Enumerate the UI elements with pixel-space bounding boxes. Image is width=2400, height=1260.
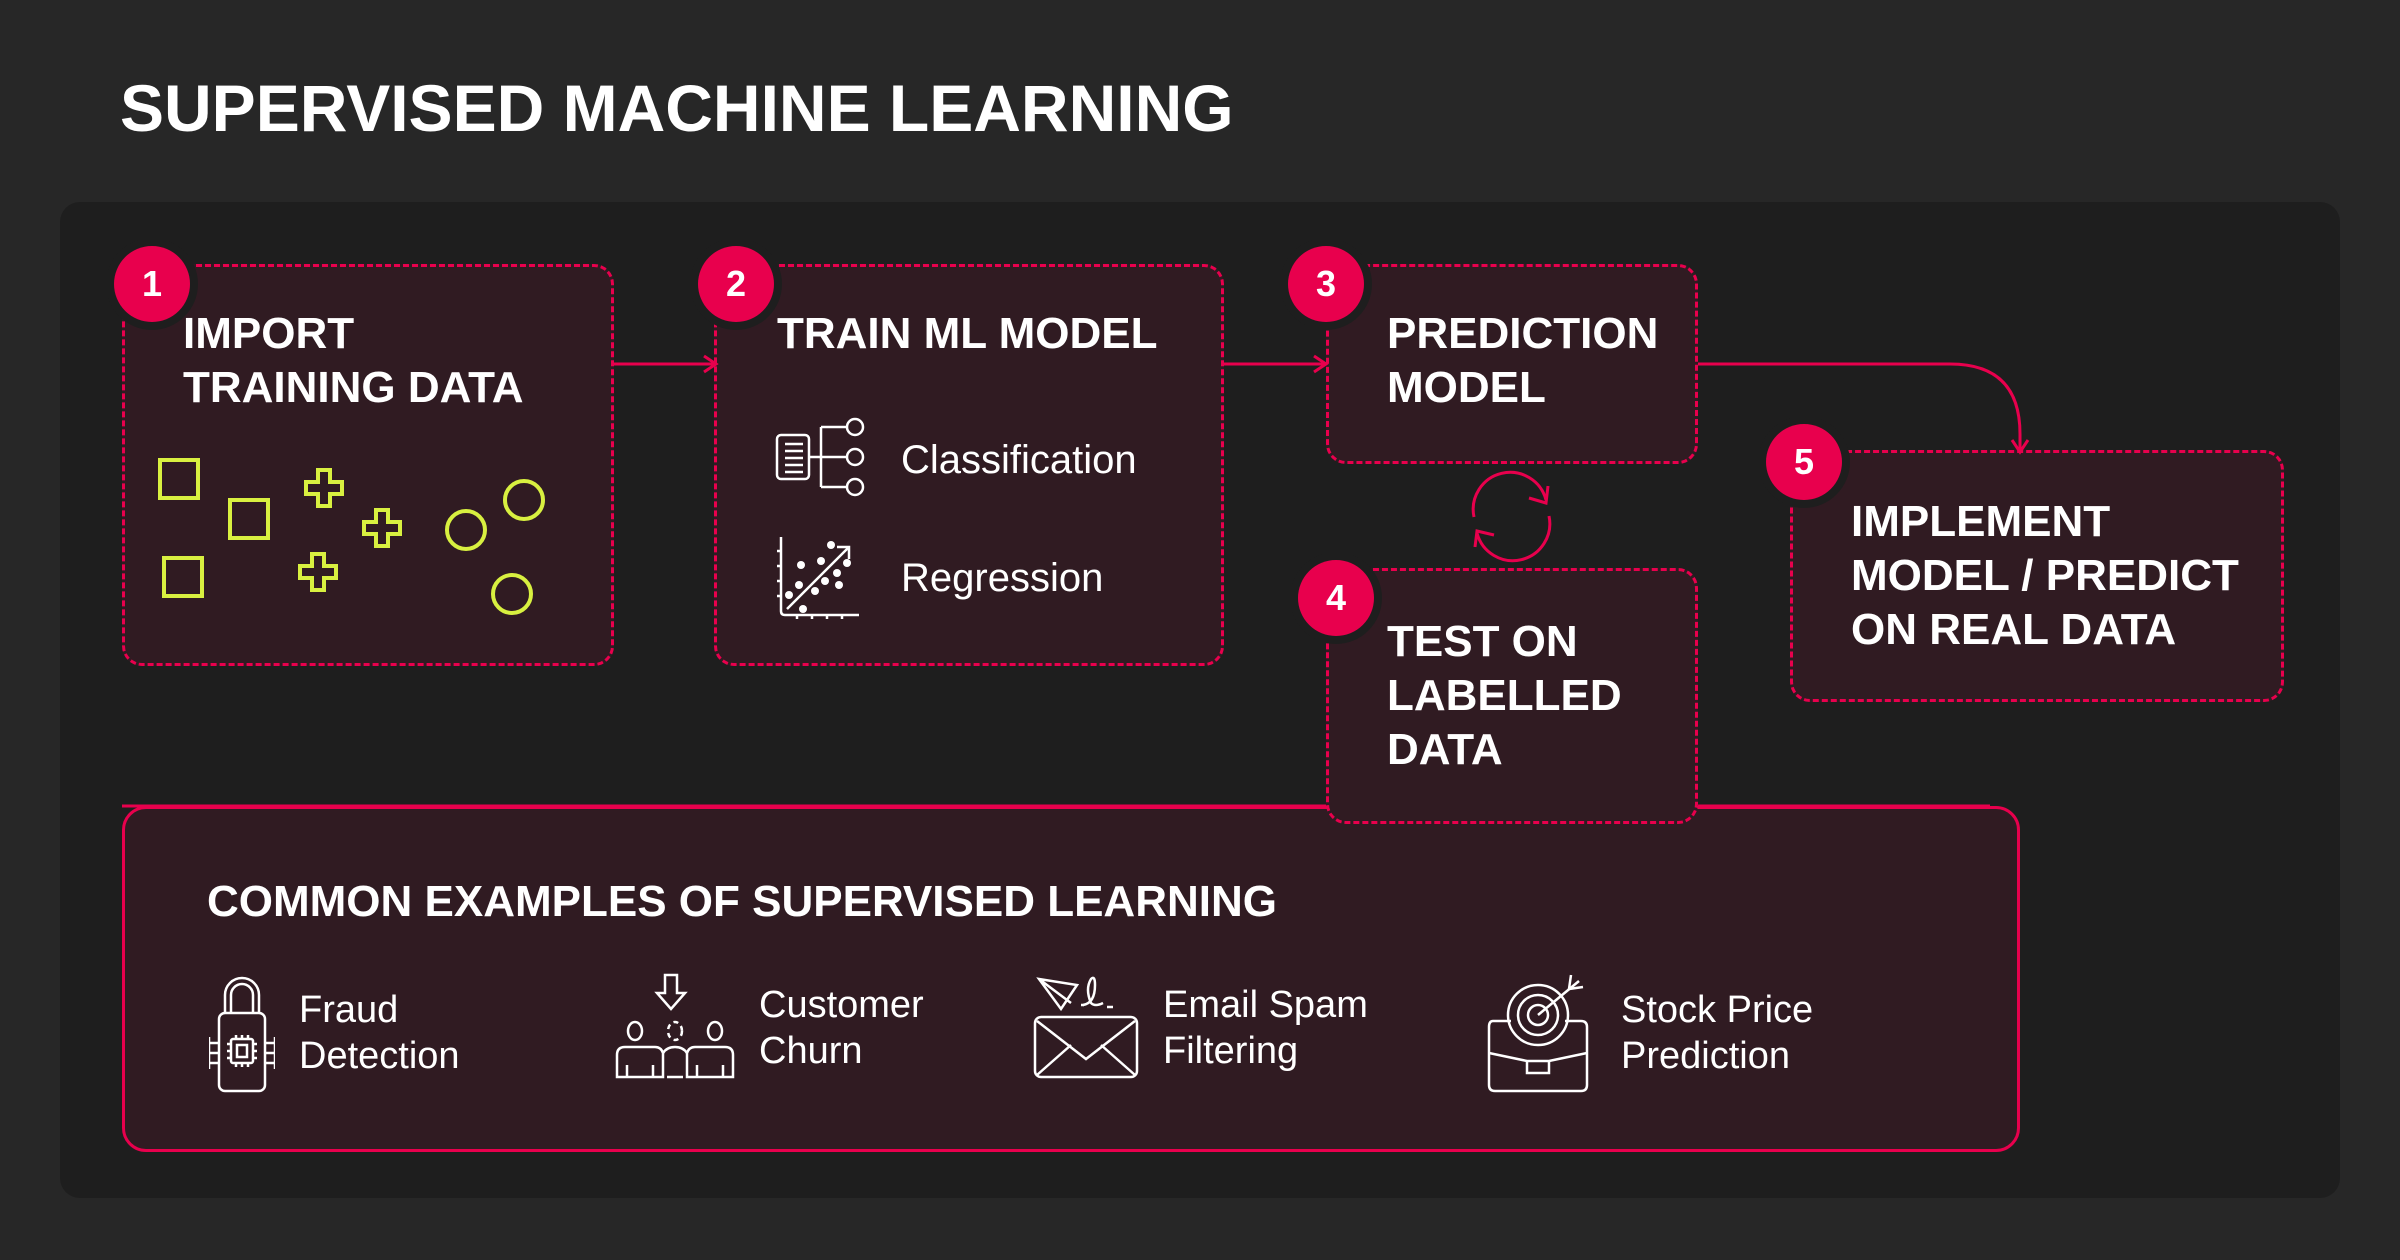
training-data-shapes [158, 458, 545, 615]
data-circle [445, 509, 487, 551]
step-title: TEST ON LABELLED DATA [1387, 617, 1622, 774]
model-type-classification: Classification [775, 417, 1137, 503]
step-badge-5: 5 [1766, 424, 1842, 500]
step-badge-2: 2 [698, 246, 774, 322]
model-type-label: Classification [901, 437, 1137, 482]
step-test-on-labelled-data: TEST ON LABELLED DATA [1326, 568, 1698, 824]
page-title: SUPERVISED MACHINE LEARNING [120, 71, 1234, 145]
data-cross [298, 552, 338, 592]
example-fraud-detection: Fraud Detection [209, 973, 460, 1093]
step-badge-1: 1 [114, 246, 190, 322]
step-prediction-model: PREDICTION MODEL [1326, 264, 1698, 464]
data-square [228, 498, 270, 540]
regression-scatter-icon [777, 537, 859, 619]
example-label: Customer Churn [759, 984, 924, 1072]
step-title: IMPORT TRAINING DATA [183, 309, 524, 412]
step-title: PREDICTION MODEL [1387, 309, 1659, 412]
step-title: TRAIN ML MODEL [777, 309, 1158, 358]
model-type-label: Regression [901, 555, 1104, 600]
step-implement-model: IMPLEMENT MODEL / PREDICT ON REAL DATA [1790, 450, 2284, 702]
data-circle [491, 573, 533, 615]
classification-tree-icon [775, 417, 865, 497]
model-type-regression: Regression [775, 535, 1103, 621]
envelope-paper-plane-icon [1033, 976, 1139, 1079]
step-train-ml-model: TRAIN ML MODEL Classification [714, 264, 1224, 666]
data-cross [362, 508, 402, 548]
data-square [158, 458, 200, 500]
example-label: Email Spam Filtering [1163, 984, 1368, 1072]
example-email-spam-filtering: Email Spam Filtering [1033, 973, 1368, 1083]
data-square [162, 556, 204, 598]
examples-title: COMMON EXAMPLES OF SUPERVISED LEARNING [207, 877, 1277, 926]
example-customer-churn: Customer Churn [615, 973, 924, 1083]
step-badge-3: 3 [1288, 246, 1364, 322]
examples-panel: COMMON EXAMPLES OF SUPERVISED LEARNING F… [122, 806, 2020, 1152]
target-briefcase-icon [1487, 974, 1589, 1093]
people-churn-icon [615, 973, 735, 1079]
example-label: Fraud Detection [299, 989, 460, 1077]
example-stock-price-prediction: Stock Price Prediction [1487, 973, 1813, 1093]
example-label: Stock Price Prediction [1621, 989, 1814, 1077]
step-import-training-data: IMPORT TRAINING DATA [122, 264, 614, 666]
data-circle [503, 479, 545, 521]
step-title: IMPLEMENT MODEL / PREDICT ON REAL DATA [1851, 497, 2239, 654]
padlock-chip-icon [209, 976, 275, 1093]
step-badge-4: 4 [1298, 560, 1374, 636]
data-cross [304, 468, 344, 508]
